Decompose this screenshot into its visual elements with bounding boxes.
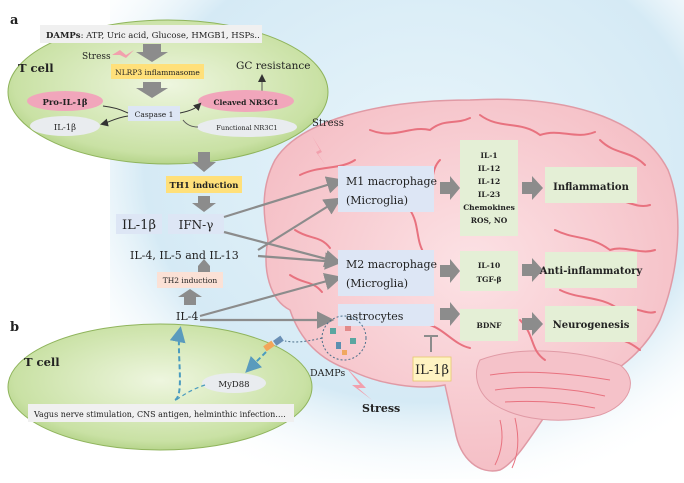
il1b-mid-label: IL-1β [122,218,156,233]
m2-line2: (Microglia) [346,277,408,290]
th2-label: TH2 induction [163,276,218,285]
th1-label: TH1 induction [170,181,239,191]
il1b-yellow-box [412,356,452,382]
damps-link [284,337,323,343]
m1_cytokines-item: IL-12 [478,177,500,186]
anti-inflammatory-box [545,252,637,288]
m1_cytokines-item: IL-12 [478,164,500,173]
receptor-icon [263,335,284,352]
m1_cytokines-item: ROS, NO [471,216,508,225]
il4-label: IL-4 [176,310,198,323]
m1-macrophage-box [338,166,434,212]
m2-line1: M2 macrophage [346,258,437,271]
caspase-to-il1b-arrow [100,115,129,127]
il1b-box-mid [116,214,162,234]
stress-top-label: Stress [312,118,344,129]
nr3c1-link [182,119,199,128]
caspase-label: Caspase 1 [135,110,174,119]
m1-cytokines-box [460,140,518,236]
th1-box [166,176,242,193]
stress-bottom-label: Stress [362,402,400,415]
arrow-down-icon-3 [192,152,216,172]
arrow-up-icon [198,259,210,272]
il4-il5-il13-label: IL-4, IL-5 and IL-13 [130,249,239,262]
bdnf-label: BDNF [476,321,502,330]
th2-box [157,272,223,288]
inflammation-box [545,167,637,203]
damps-box [40,25,262,43]
il1b-yellow-label: IL-1β [415,363,449,378]
panel-b-tcell-label: T cell [24,355,60,369]
panel-b-tcell [7,323,313,451]
footer-box [28,404,294,422]
m2-macrophage-box [338,250,434,296]
footer-text: Vagus nerve stimulation, CNS antigen, he… [33,410,286,419]
stress-top-bolt-icon [312,136,326,166]
m1-line2: (Microglia) [346,194,408,207]
pro-il1b-label: Pro-IL-1β [42,98,87,108]
neurogenesis-label: Neurogenesis [553,320,630,331]
caspase-box [128,106,180,121]
astrocytes-box [338,304,434,326]
pro-to-caspase-line [102,105,129,114]
m1_cytokines-item: Chemokines [463,203,515,212]
cleaved-nr3c1-label: Cleaved NR3C1 [214,98,279,107]
m1_cytokines-item: IL-1 [480,151,497,160]
damps-particles [330,326,356,355]
arrow-down-icon-4 [192,196,216,212]
panel-b-label: b [10,320,19,335]
functional-nr3c1-oval [197,117,297,137]
arrow-down-icon-2 [136,82,168,98]
neurogenesis-box [545,306,637,342]
myd88-oval [202,373,266,393]
damps-prefix: DAMPs [46,31,81,41]
panel-a-tcell-label: T cell [18,61,54,75]
functional-nr3c1-label: Functional NR3C1 [216,124,277,132]
il1b-oval [30,116,100,136]
arrow-up-icon-2 [178,289,202,305]
arrow-down-icon [136,44,168,62]
nlrp3-box [111,64,204,79]
inflammation-label: Inflammation [553,182,629,193]
panel-a-stress: Stress [82,52,111,62]
pro-il1b-oval [27,91,103,111]
bdnf-box [460,309,518,341]
myd88-link [175,384,206,401]
ifn-gamma-label: IFN-γ [179,218,214,232]
damps-bottom-label: DAMPs [310,368,345,379]
stress-bolt-icon [112,50,134,58]
caspase-to-nr3c1-arrow [179,102,202,114]
myd88-label: MyD88 [218,380,249,390]
myd88-to-il4-arrow [169,326,186,401]
receptor-to-myd88-arrow [245,351,267,373]
m2-cytokines-box [460,251,518,291]
stress-bottom-bolt-icon [345,366,372,400]
panel-a-label: a [10,13,19,28]
cleaved-nr3c1-oval [198,90,294,112]
m2_cytokines-item: TGF-β [476,275,501,284]
damps-text: DAMPs: ATP, Uric acid, Glucose, HMGB1, H… [46,31,260,41]
damps-list: : ATP, Uric acid, Glucose, HMGB1, HSPs.. [81,31,260,41]
m2_cytokines-item: IL-10 [478,261,500,270]
m1_cytokines-item: IL-23 [478,190,500,199]
ifn-gamma-box [168,214,224,234]
anti-inflammatory-label: Anti-inflammatory [539,266,644,277]
il1b-label: IL-1β [54,123,76,133]
astrocytes-label: astrocytes [346,310,404,323]
gc-resistance-label: GC resistance [236,60,310,72]
connector-arrows [199,176,345,329]
m1-line1: M1 macrophage [346,175,437,188]
block-arrows [440,176,543,336]
nlrp3-label: NLRP3 inflammasome [115,68,200,77]
